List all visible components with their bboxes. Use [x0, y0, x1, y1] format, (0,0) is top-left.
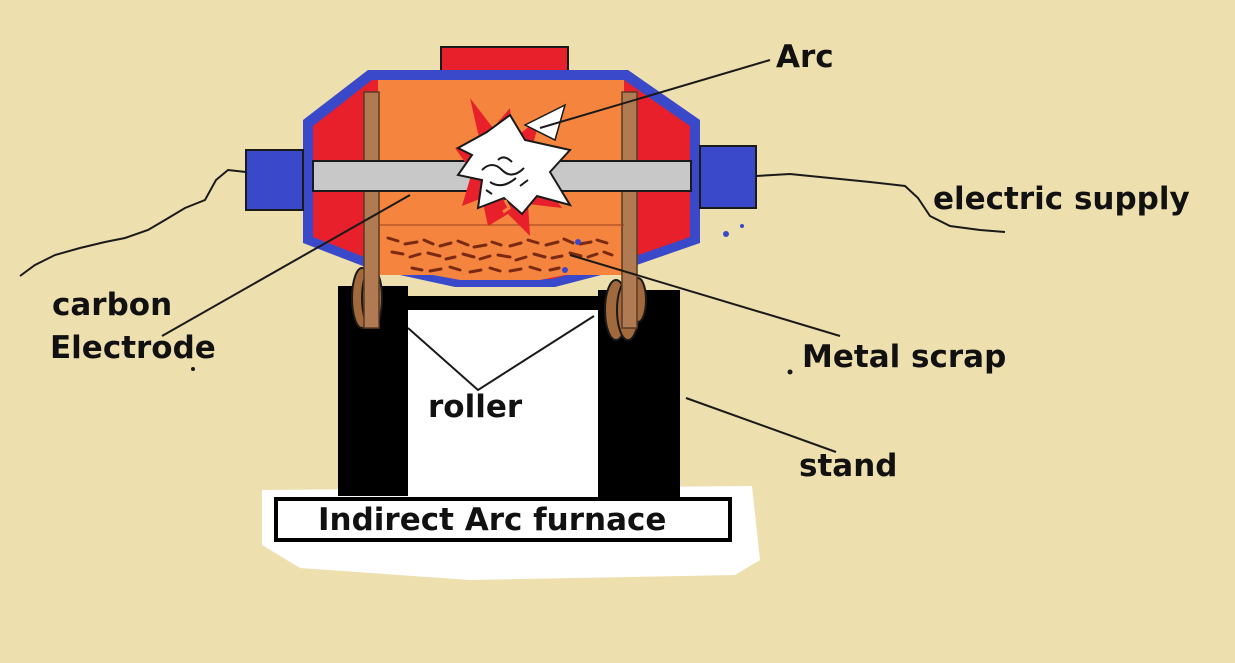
caption-box	[274, 497, 732, 542]
left-supply-wire	[19, 168, 247, 277]
caption: Indirect Arc furnace	[318, 502, 667, 538]
metal-scrap-pointer	[569, 254, 841, 337]
carbon-electrode-pointer	[161, 194, 411, 337]
roller-pointer-lines	[407, 315, 595, 392]
label-metal-scrap: Metal scrap	[802, 339, 1007, 375]
label-electric-supply: electric supply	[933, 181, 1190, 217]
left-terminal	[245, 149, 304, 211]
label-carbon: carbon	[52, 287, 173, 323]
arc-burst	[455, 98, 573, 236]
label-roller: roller	[428, 389, 523, 425]
left-support-bar	[363, 91, 380, 329]
arc-pointer	[539, 59, 771, 129]
label-electrode: Electrode	[50, 330, 216, 366]
right-supply-wire	[755, 172, 1006, 233]
stand-pointer	[685, 397, 837, 453]
top-cap	[440, 46, 569, 73]
label-arc: Arc	[776, 39, 834, 75]
stand	[338, 286, 680, 502]
right-support-bar	[621, 91, 638, 329]
label-stand: stand	[799, 448, 898, 484]
right-terminal	[699, 145, 757, 209]
metal-scrap	[386, 236, 614, 274]
